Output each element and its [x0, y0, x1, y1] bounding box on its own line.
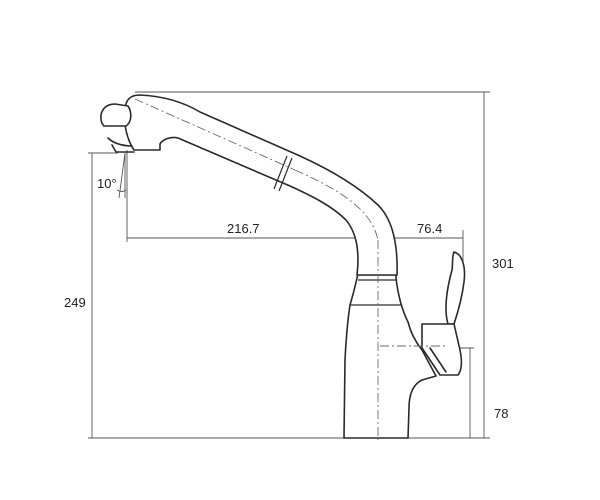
handle-offset-label: 76.4 [417, 221, 442, 236]
faucet-body [343, 267, 437, 439]
center-lines [134, 98, 445, 440]
spout-height-label: 249 [64, 295, 86, 310]
dimension-lines [88, 91, 490, 439]
angle-label: 10° [97, 176, 117, 191]
spout-reach-label: 216.7 [227, 221, 260, 236]
handle-height-label: 78 [494, 406, 508, 421]
total-height-label: 301 [492, 256, 514, 271]
lever-handle [421, 251, 466, 376]
spout [100, 94, 398, 276]
dimension-labels: 10° 216.7 76.4 301 249 78 [64, 176, 514, 421]
